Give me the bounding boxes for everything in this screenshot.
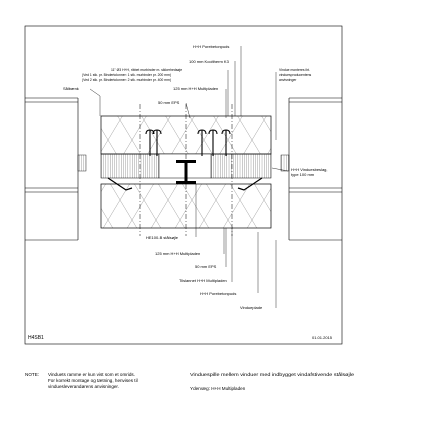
- label-window-fitting-2: type 100 mm: [291, 172, 315, 177]
- label-window-note-3: anvisninger: [279, 78, 297, 82]
- drawing-frame: [24, 25, 343, 345]
- label-window-note-1: Vindue monteres iht.: [279, 68, 310, 72]
- label-reinforcement-3: (Ved 2 stk. pr. Bindertolonner: 2 stk. m…: [82, 78, 171, 82]
- label-plate-top: 125 mm H+H Multipladen: [173, 86, 218, 91]
- label-reinforcement-1: 11" Ø3 H+H, ribbet murbinder m. sikkerhe…: [111, 68, 182, 72]
- label-steel-beam: HE100-B stålsøjle: [146, 235, 179, 240]
- label-sill-left: Sålbænk: [63, 86, 79, 91]
- reinforcement-ties: [145, 129, 231, 156]
- label-reinforcement-2: (Ved 1 stk. pr. Bindertolonner: 1 stk. m…: [82, 73, 171, 77]
- label-eps-top: 50 mm EPS: [158, 100, 180, 105]
- label-eps-bottom: 50 mm EPS: [195, 264, 217, 269]
- window-fitting-right: [237, 177, 263, 191]
- notes-heading: NOTE:: [25, 372, 39, 377]
- label-insulation-block: 100 mm Kooltherm K3: [189, 59, 230, 64]
- label-top-plaster: H+H Porebetonpuds: [193, 44, 229, 49]
- right-wall: [280, 97, 342, 241]
- label-window-note-2: vinduesproducentens: [279, 73, 312, 77]
- leader-lines: [89, 46, 289, 308]
- drawing-id: H4SB1: [28, 335, 44, 341]
- window-frame-right: [210, 153, 272, 179]
- label-window-board: Vindueplade: [240, 305, 263, 310]
- window-frame-left: [100, 153, 160, 179]
- label-window-fitting-1: H+H Vinduesbeslag,: [291, 167, 328, 172]
- note-left-2: For korrekt montage og tætning, henvises…: [48, 378, 138, 383]
- note-right-2: Ydervæg: H+H Multipladen: [190, 386, 246, 391]
- note-right-1: Vinduespille mellem vinduer med indbygge…: [190, 371, 355, 377]
- window-pier-assembly: [100, 104, 272, 236]
- left-wall: [25, 97, 87, 241]
- note-left-1: Vinduets ramme er kun vist som et omrids…: [48, 372, 135, 377]
- label-tilted-plate: Tilslannet H+H Multipladen: [179, 278, 227, 283]
- note-left-3: vinduesleverandørens anvisninger.: [48, 384, 119, 389]
- label-bottom-plaster: H+H Porebetonpuds: [200, 291, 236, 296]
- window-fitting-left: [107, 177, 133, 191]
- label-plate-bottom: 125 mm H+H Multipladen: [155, 251, 200, 256]
- drawing-date: 01.01.2015: [312, 335, 333, 340]
